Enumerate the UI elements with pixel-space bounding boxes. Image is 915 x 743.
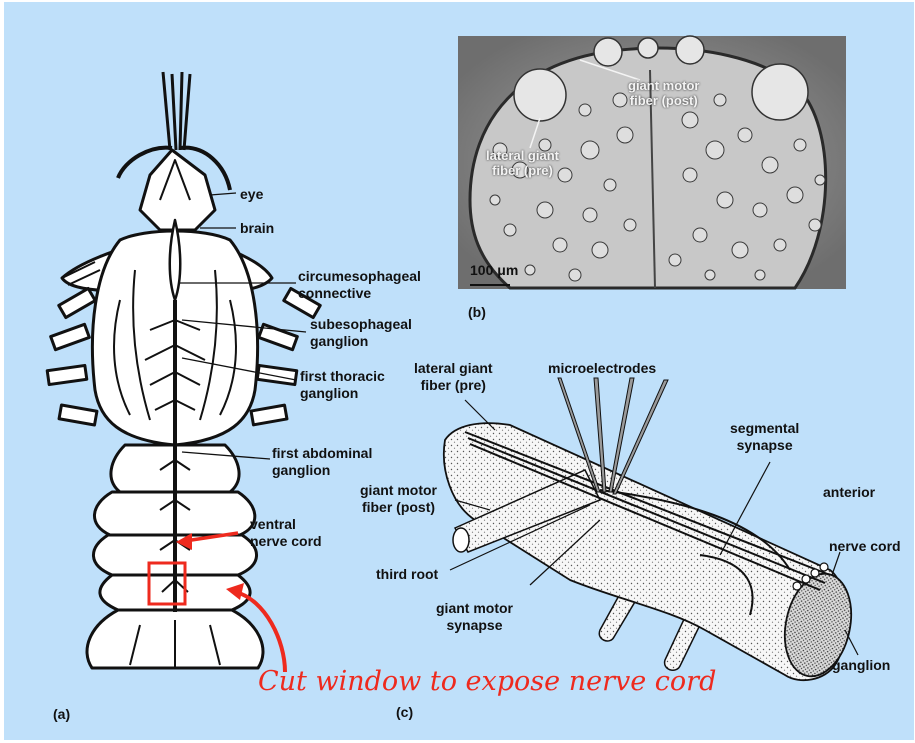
label-ventral-nerve-cord: ventral nerve cord	[250, 516, 322, 550]
label-third-root: third root	[376, 566, 438, 583]
label-eye: eye	[240, 186, 263, 203]
label-first-abdominal-ganglion: first abdominal ganglion	[272, 445, 372, 479]
label-first-thoracic-ganglion: first thoracic ganglion	[300, 368, 385, 402]
label-nerve-cord: nerve cord	[829, 538, 901, 555]
label-microelectrodes: microelectrodes	[548, 360, 656, 377]
label-anterior: anterior	[823, 484, 875, 501]
scale-bar-label: 100 μm	[470, 262, 518, 278]
cut-window-note: Cut window to expose nerve cord	[258, 666, 716, 697]
label-circumesophageal-connective: circumesophageal connective	[298, 268, 421, 302]
label-ganglion: ganglion	[832, 657, 890, 674]
label-giant-motor-synapse: giant motor synapse	[436, 600, 513, 634]
label-micro-giant-motor-fiber: giant motor fiber (post)	[628, 78, 700, 108]
label-brain: brain	[240, 220, 274, 237]
label-subesophageal-ganglion: subesophageal ganglion	[310, 316, 412, 350]
label-lateral-giant-fiber: lateral giant fiber (pre)	[414, 360, 493, 394]
panel-tag-c: (c)	[396, 704, 413, 720]
label-segmental-synapse: segmental synapse	[730, 420, 799, 454]
label-giant-motor-fiber: giant motor fiber (post)	[360, 482, 437, 516]
panel-tag-b: (b)	[468, 304, 486, 320]
panel-tag-a: (a)	[53, 706, 70, 722]
label-micro-lateral-giant-fiber: lateral giant fiber (pre)	[486, 148, 559, 178]
